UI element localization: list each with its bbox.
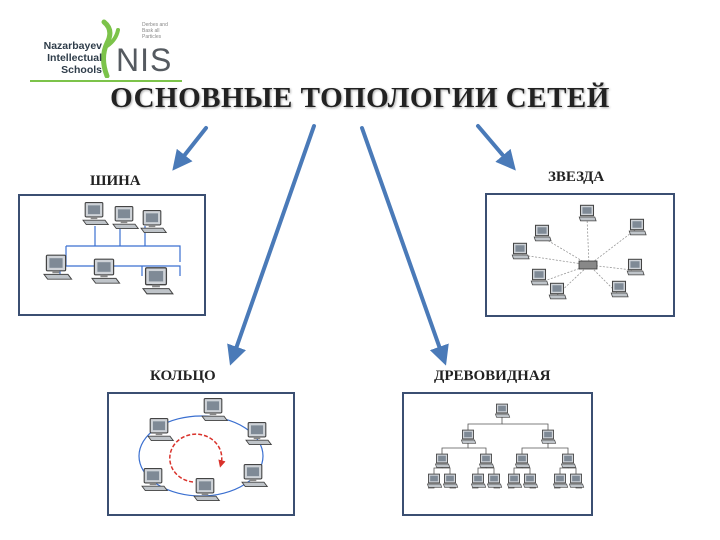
pc-icon [506, 473, 523, 488]
ring-diagram [138, 398, 272, 502]
pc-icon [82, 202, 109, 226]
hub-icon [578, 260, 598, 270]
pc-icon [552, 473, 569, 488]
tree-diagram [426, 403, 585, 489]
pc-icon [241, 464, 268, 488]
pc-icon [626, 258, 645, 276]
tree-topology-panel [402, 392, 593, 516]
pc-icon [628, 218, 647, 236]
pc-icon [141, 468, 168, 492]
pc-icon [193, 478, 220, 502]
page-title: ОСНОВНЫЕ ТОПОЛОГИИ СЕТЕЙ [110, 82, 610, 114]
pc-icon [434, 453, 451, 468]
pc-icon [578, 204, 597, 222]
pc-icon [460, 429, 477, 444]
logo-mark: NIS [116, 42, 173, 78]
label-tree: ДРЕВОВИДНАЯ [434, 368, 551, 384]
pc-icon [540, 429, 557, 444]
pc-icon [245, 422, 272, 446]
label-ring: КОЛЬЦО [150, 368, 216, 384]
label-star: ЗВЕЗДА [548, 169, 605, 185]
pc-icon [560, 453, 577, 468]
pc-icon [530, 268, 549, 286]
pc-icon [140, 210, 167, 234]
bus-diagram [43, 202, 181, 295]
logo-sprout-icon [101, 19, 120, 78]
pc-icon [91, 258, 121, 284]
logo-underline [30, 80, 182, 82]
pc-icon [201, 398, 228, 422]
logo-small-text: Derbes and Bask all Particles [142, 22, 168, 40]
logo-text: Nazarbayev Intellectual Schools [43, 40, 102, 76]
star-diagram [511, 204, 647, 300]
pc-icon [494, 403, 511, 418]
pc-icon [548, 282, 567, 300]
pc-icon [486, 473, 503, 488]
label-bus: ШИНА [90, 173, 141, 189]
pc-icon [442, 473, 459, 488]
pc-icon [514, 453, 531, 468]
pc-icon [478, 453, 495, 468]
arrow-to-bus [172, 126, 208, 171]
pc-icon [470, 473, 487, 488]
pc-icon [142, 267, 174, 295]
pc-icon [568, 473, 585, 488]
arrow-to-star [476, 124, 516, 171]
pc-icon [610, 280, 629, 298]
pc-icon [533, 224, 552, 242]
ring-topology-panel [107, 392, 295, 516]
star-topology-panel [485, 193, 675, 317]
nis-logo: Nazarbayev Intellectual Schools NIS Derb… [22, 18, 182, 88]
pc-icon [522, 473, 539, 488]
ring-direction-arrow [169, 433, 226, 483]
arrow-to-ring [227, 124, 316, 366]
arrow-to-tree [360, 126, 449, 366]
pc-icon [112, 206, 139, 230]
bus-topology-panel [18, 194, 206, 316]
pc-icon [426, 473, 443, 488]
pc-icon [511, 242, 530, 260]
pc-icon [43, 254, 73, 280]
